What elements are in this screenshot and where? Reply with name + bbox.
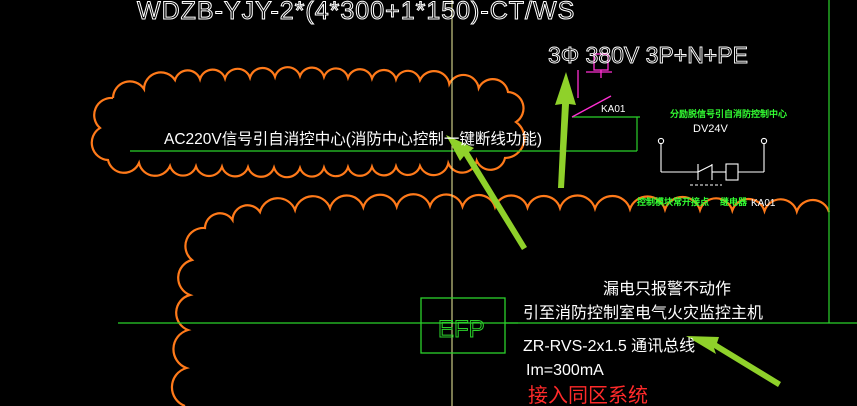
phase-spec-label: 3Φ 380V 3P+N+PE [548, 42, 748, 68]
leakage-note: 漏电只报警不动作 [603, 280, 731, 298]
relay-coil-label: 继电器 [720, 196, 748, 207]
relay-coil [725, 163, 739, 181]
relay-voltage: DV24V [693, 123, 729, 135]
relay-ref-bottom: KA01 [751, 198, 776, 209]
fire-monitor-note: 引至消防控制室电气火灾监控主机 [523, 304, 763, 322]
revision-cloud-top [90, 66, 526, 179]
leakage-current-label: Im=300mA [526, 362, 604, 379]
relay-terminal-right [760, 137, 768, 145]
efp-box[interactable] [420, 297, 506, 354]
relay-ref-top: KA01 [601, 104, 626, 115]
comm-cable-label: ZR-RVS-2x1.5 通讯总线 [523, 337, 695, 355]
arrow-to-comm-cable [686, 336, 781, 387]
arrow-to-ac-note [446, 135, 527, 250]
breaker-switch-arm [571, 95, 612, 118]
relay-contact-arm [697, 164, 713, 173]
revision-cloud-bottom [170, 193, 831, 406]
relay-circuit [657, 137, 768, 186]
red-note: 接入同区系统 [528, 384, 648, 406]
wiring-lines [118, 0, 857, 324]
arrow-to-phase-spec [555, 72, 576, 188]
cable-spec-label: WDZB-YJY-2*(4*300+1*150)-CT/WS [137, 0, 575, 25]
relay-title: 分励脱信号引自消防控制中心 [670, 108, 787, 119]
relay-contact-label: 控制模块常开接点 [637, 196, 709, 207]
breaker-symbol [571, 53, 612, 118]
ac-signal-note: AC220V信号引自消控中心(消防中心控制一键断线功能) [164, 130, 542, 148]
relay-terminal-left [657, 137, 665, 145]
efp-label: EFP [438, 316, 485, 343]
annotation-arrows [446, 72, 781, 387]
